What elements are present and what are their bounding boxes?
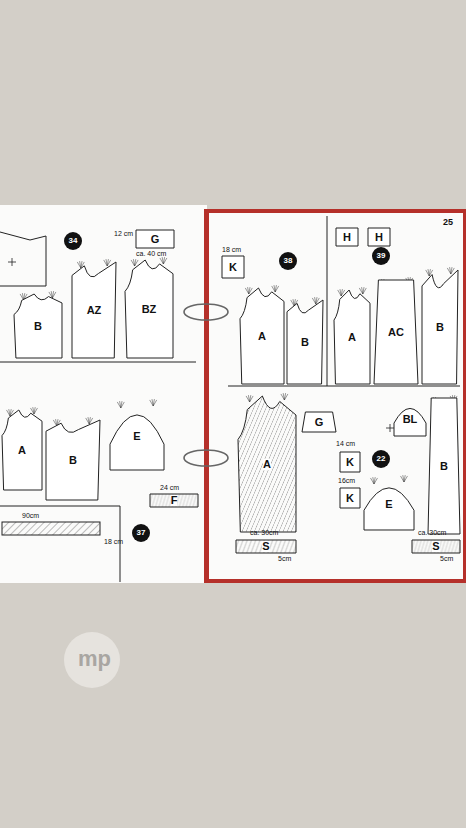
pattern-piece: E — [110, 402, 164, 470]
pattern-piece: BL — [394, 402, 426, 436]
dimension-label: 5cm — [440, 555, 453, 562]
dimension-label: 12 cm — [114, 230, 133, 237]
piece-letter: B — [440, 461, 448, 472]
pattern-piece: G — [302, 412, 336, 432]
piece-letter: A — [263, 459, 271, 470]
dimension-label: ca. 30cm — [418, 529, 446, 536]
watermark: mp — [78, 648, 111, 670]
dimension-label: ca. 40 cm — [136, 250, 166, 257]
piece-letter: F — [171, 495, 178, 506]
pattern-piece: A — [238, 396, 296, 532]
callout-number: 34 — [64, 232, 82, 250]
piece-letter: S — [262, 541, 269, 552]
pattern-piece — [0, 232, 46, 286]
piece-letter: A — [18, 445, 26, 456]
callout-text: 37 — [137, 529, 146, 537]
callout-text: 22 — [377, 455, 386, 463]
dimension-label: 5cm — [278, 555, 291, 562]
left-page — [0, 205, 207, 583]
piece-letter: H — [375, 232, 383, 243]
piece-letter: BL — [403, 414, 418, 425]
piece-letter: BZ — [142, 304, 157, 315]
pattern-piece: A — [2, 410, 42, 490]
dimension-label: 90cm — [22, 512, 39, 519]
pattern-piece: S — [236, 540, 296, 553]
dimension-label: ca. 30cm — [250, 529, 278, 536]
dimension-label: 18 cm — [222, 246, 241, 253]
right-page — [209, 213, 463, 579]
callout-number: 39 — [372, 247, 390, 265]
pattern-piece: S — [412, 540, 460, 553]
dimension-label: 24 cm — [160, 484, 179, 491]
callout-text: 38 — [284, 257, 293, 265]
piece-letter: E — [385, 499, 392, 510]
pattern-piece: B — [428, 398, 460, 534]
piece-letter: K — [346, 457, 354, 468]
piece-letter: B — [436, 322, 444, 333]
watermark-badge — [64, 632, 120, 688]
binder-cover — [204, 209, 466, 583]
callout-number: 37 — [132, 524, 150, 542]
pattern-piece: H — [336, 228, 358, 246]
callout-number: 38 — [279, 252, 297, 270]
piece-letter: AC — [388, 327, 404, 338]
pattern-piece: B — [422, 270, 458, 384]
callout-text: 34 — [69, 237, 78, 245]
piece-letter: B — [69, 455, 77, 466]
callout-number: 22 — [372, 450, 390, 468]
pattern-piece: E — [364, 478, 414, 530]
pattern-piece: K — [340, 488, 360, 508]
divider — [327, 216, 328, 386]
divider — [0, 362, 196, 363]
dimension-label: 14 cm — [336, 440, 355, 447]
pattern-piece: AC — [374, 280, 418, 384]
pattern-piece: H — [368, 228, 390, 246]
pattern-piece: AZ — [72, 262, 116, 358]
piece-letter: K — [346, 493, 354, 504]
pattern-piece: K — [340, 452, 360, 472]
piece-letter: H — [343, 232, 351, 243]
piece-letter: K — [229, 262, 237, 273]
piece-letter: E — [133, 431, 140, 442]
piece-letter: A — [258, 331, 266, 342]
divider — [0, 506, 120, 507]
divider — [228, 386, 460, 387]
binder-ring — [184, 304, 228, 466]
piece-letter: G — [151, 234, 160, 245]
piece-letter: B — [301, 337, 309, 348]
pattern-piece: F — [150, 494, 198, 507]
pattern-piece: B — [14, 294, 62, 358]
pattern-piece: G — [136, 230, 174, 248]
dimension-label: 18 cm — [104, 538, 123, 545]
pattern-piece: K — [222, 256, 244, 278]
piece-letter: A — [348, 332, 356, 343]
pattern-piece: A — [334, 290, 370, 384]
grain-marks — [8, 258, 444, 450]
piece-letter: S — [432, 541, 439, 552]
page-number: 25 — [443, 218, 453, 227]
pattern-piece: B — [46, 420, 100, 500]
dimension-label: 16cm — [338, 477, 355, 484]
pattern-piece: A — [240, 288, 284, 384]
piece-letter: AZ — [87, 305, 102, 316]
pattern-piece: B — [287, 300, 323, 384]
piece-letter: G — [315, 417, 324, 428]
hatched-strip — [2, 522, 100, 535]
pattern-piece: BZ — [125, 260, 173, 358]
piece-letter: B — [34, 321, 42, 332]
callout-text: 39 — [377, 252, 386, 260]
